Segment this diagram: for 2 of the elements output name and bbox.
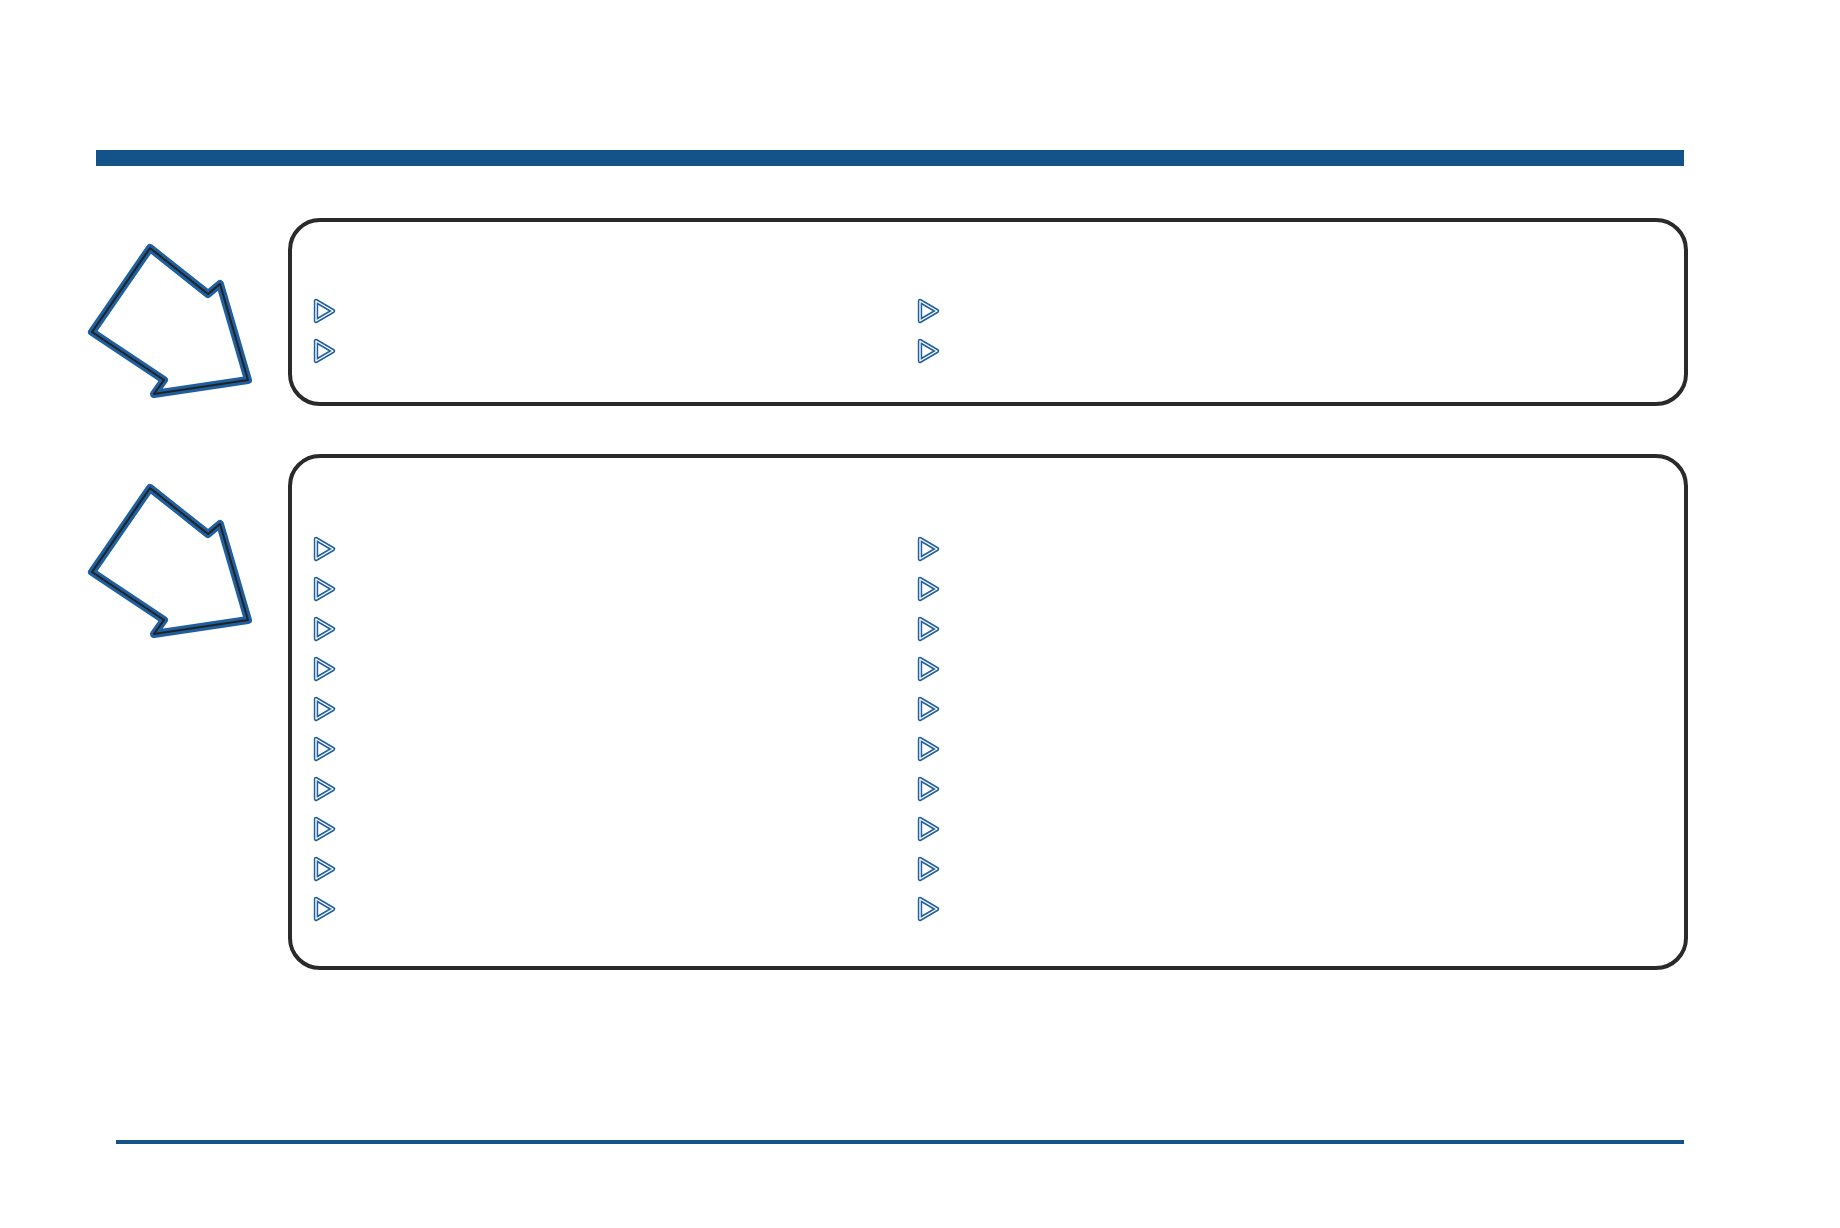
rounded-panel: [288, 218, 1688, 406]
rounded-panel: [288, 454, 1688, 970]
